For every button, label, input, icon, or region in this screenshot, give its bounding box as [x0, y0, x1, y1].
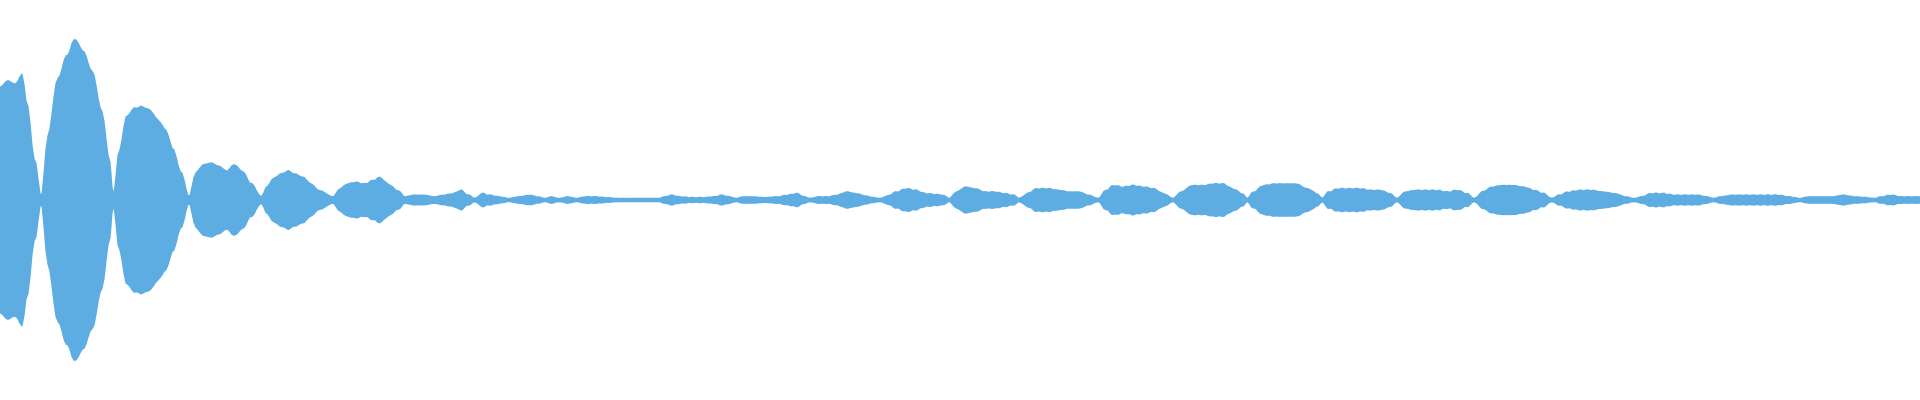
waveform-shape [0, 39, 1920, 361]
